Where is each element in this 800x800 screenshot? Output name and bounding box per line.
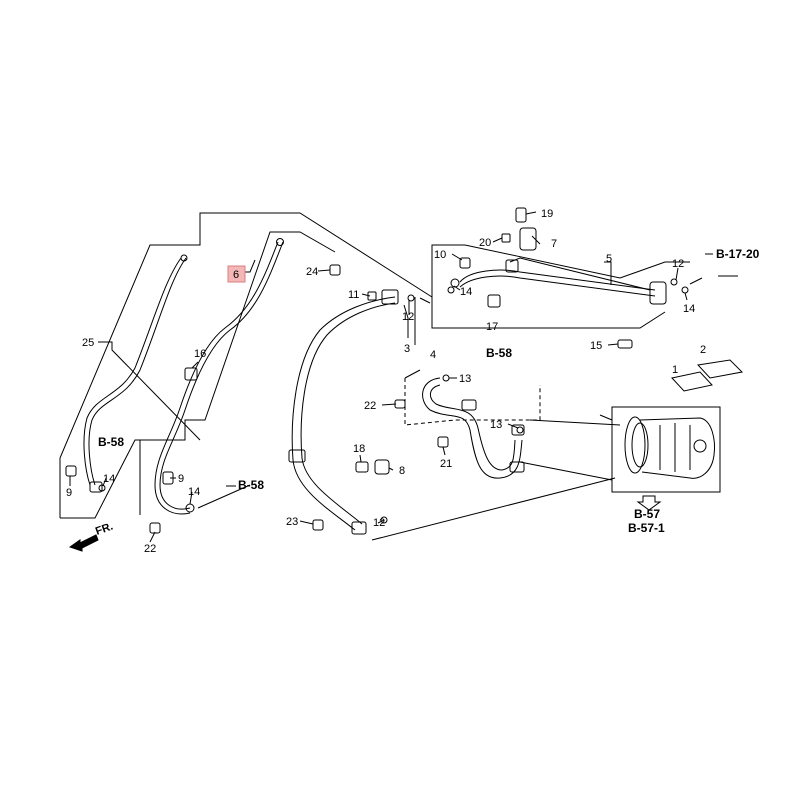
callout-6[interactable]: 6 [233,269,239,281]
highlight-box-6 [227,265,246,283]
callout-22-left[interactable]: 22 [144,543,156,555]
callout-25[interactable]: 25 [82,337,94,349]
compressor [624,416,715,479]
callout-numbers: 6 25 16 9 14 9 14 22 24 11 12 3 10 14 17… [66,208,706,555]
callout-12-mid[interactable]: 12 [402,311,414,323]
callout-19[interactable]: 19 [541,208,553,220]
callout-9-left[interactable]: 9 [66,487,72,499]
callout-15[interactable]: 15 [590,340,602,352]
callout-1[interactable]: 1 [672,364,678,376]
callout-5[interactable]: 5 [606,253,612,265]
callout-14-top[interactable]: 14 [460,286,472,298]
callout-7[interactable]: 7 [551,238,557,250]
leader-lines [69,211,703,543]
ref-b58-mid[interactable]: B-58 [238,478,264,492]
callout-3[interactable]: 3 [404,343,410,355]
callout-24[interactable]: 24 [306,266,318,278]
callout-16[interactable]: 16 [194,348,206,360]
callout-23[interactable]: 23 [286,516,298,528]
callout-14-left[interactable]: 14 [103,473,115,485]
pipe-25 [83,254,188,493]
label-sheets [671,359,744,392]
callout-18[interactable]: 18 [353,443,365,455]
hose-4 [422,377,525,479]
callout-8[interactable]: 8 [399,465,405,477]
callout-13-bottom[interactable]: 13 [490,419,502,431]
callout-14-mid[interactable]: 14 [188,486,200,498]
callout-10[interactable]: 10 [434,249,446,261]
callout-14-right[interactable]: 14 [683,303,695,315]
pipe-5 [450,257,667,305]
front-label: FR. [94,520,115,537]
pipe-6 [154,238,284,515]
group-boundaries [59,212,721,519]
front-direction-indicator: FR. [68,520,115,552]
front-arrow-icon [68,534,99,552]
ref-b58-left[interactable]: B-58 [98,435,124,449]
section-references: B-17-20 B-58 B-58 B-58 B-57 B-57-1 [98,247,760,535]
callout-4[interactable]: 4 [430,349,436,361]
callout-17[interactable]: 17 [486,321,498,333]
ref-b17-20[interactable]: B-17-20 [716,247,760,261]
callout-13-top[interactable]: 13 [459,373,471,385]
hose-3 [288,289,399,535]
connection-lines [371,414,621,541]
ref-b58-top[interactable]: B-58 [486,346,512,360]
callout-20[interactable]: 20 [479,237,491,249]
small-parts [65,207,689,534]
callout-11[interactable]: 11 [348,289,359,301]
callout-12-bottom[interactable]: 12 [373,517,385,529]
callout-9-mid[interactable]: 9 [178,473,184,485]
callout-2[interactable]: 2 [700,344,706,356]
arrow-down-icon [636,495,662,511]
ref-b57-1[interactable]: B-57-1 [628,521,665,535]
callout-12-right[interactable]: 12 [672,258,684,270]
ref-b57[interactable]: B-57 [634,507,660,521]
callout-22-mid[interactable]: 22 [364,400,376,412]
callout-21[interactable]: 21 [440,458,452,470]
